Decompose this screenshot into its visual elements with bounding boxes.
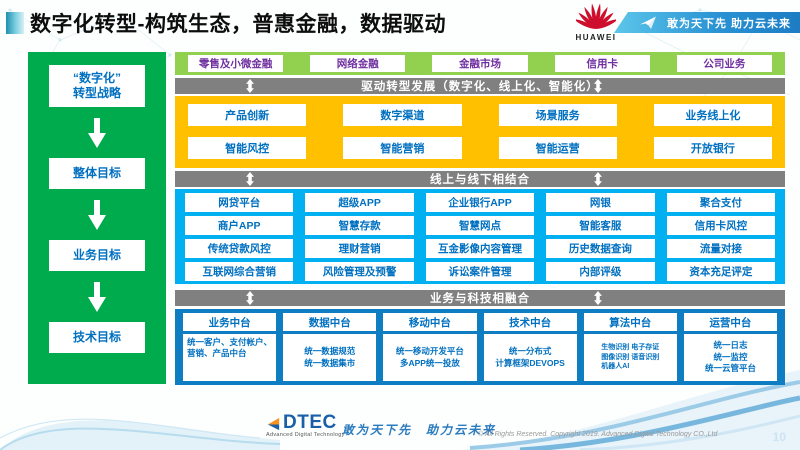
up-down-arrow-icon	[246, 79, 254, 93]
page-number: 10	[772, 430, 786, 444]
footer-swoosh-left	[0, 418, 280, 450]
business-line-box: 信用卡	[554, 55, 650, 72]
section-bar-tech-fusion: 业务与科技相融合	[175, 290, 785, 306]
platform-column-mobile: 移动中台 统一移动开发平台 多APP统一投放	[383, 313, 477, 381]
application-box: 智慧存款	[305, 216, 414, 235]
platform-desc: 统一日志 统一监控 统一云管平台	[683, 334, 778, 381]
business-line-box: 金融市场	[432, 55, 528, 72]
up-down-arrow-icon	[594, 291, 602, 305]
platform-column-data: 数据中台 统一数据规范 统一数据集市	[283, 313, 377, 381]
business-lines-band: 零售及小微金融 网络金融 金融市场 信用卡 公司业务	[175, 52, 785, 75]
banner-slogan-text: 敢为天下先 助力云未来	[667, 17, 792, 30]
platform-desc: 统一移动开发平台 多APP统一投放	[383, 334, 477, 381]
capability-box: 业务线上化	[653, 104, 772, 126]
capability-box: 智能营销	[343, 137, 462, 159]
up-down-arrow-icon	[594, 172, 602, 186]
platform-title: 技术中台	[483, 313, 577, 331]
capability-box: 智能运营	[498, 137, 617, 159]
dtec-wordmark: DTEC	[283, 412, 337, 433]
up-down-arrow-icon	[246, 172, 254, 186]
up-down-arrow-icon	[246, 291, 254, 305]
application-box: 理财营销	[305, 239, 414, 258]
title-accent-bullet	[6, 12, 24, 34]
application-box: 风险管理及预警	[305, 262, 414, 281]
platform-column-tech: 技术中台 统一分布式 计算框架DEVOPS	[483, 313, 577, 381]
copyright-text: © All Rights Reserved. Copyright 2019. A…	[478, 431, 718, 438]
capability-box: 场景服务	[498, 104, 617, 126]
application-box: 互金影像内容管理	[425, 239, 535, 258]
capability-box: 开放银行	[653, 137, 772, 159]
platform-title: 移动中台	[383, 313, 477, 331]
main-diagram: 零售及小微金融 网络金融 金融市场 信用卡 公司业务 驱动转型发展（数字化、线上…	[175, 52, 785, 385]
platform-desc: 统一数据规范 统一数据集市	[283, 334, 377, 381]
application-box: 信用卡风控	[666, 216, 776, 235]
platform-desc: 生物识别 电子存证 图像识别 语音识别 机器人AI	[583, 334, 677, 381]
paper-plane-icon	[640, 16, 656, 29]
section-bar-online-offline: 线上与线下相结合	[175, 171, 785, 187]
platform-desc: 统一分布式 计算框架DEVOPS	[483, 334, 577, 381]
section-bar-label: 线上与线下相结合	[430, 174, 530, 186]
huawei-logo: HUAWEI	[574, 3, 618, 42]
dtec-subtitle: Advanced Digital Technology	[266, 432, 345, 439]
footer-slogan: 敢为天下先 助力云未来	[342, 423, 497, 437]
section-bar-label: 业务与科技相融合	[430, 293, 530, 305]
application-box: 诉讼案件管理	[425, 262, 535, 281]
platform-column-algorithm: 算法中台 生物识别 电子存证 图像识别 语音识别 机器人AI	[583, 313, 677, 381]
application-box: 聚合支付	[666, 193, 776, 212]
huawei-flower-icon	[574, 3, 618, 29]
applications-section: 网贷平台 超级APP 企业银行APP 网银 聚合支付 商户APP 智慧存款 智慧…	[175, 189, 785, 284]
application-box: 历史数据查询	[546, 239, 655, 258]
platform-title: 运营中台	[683, 313, 778, 331]
huawei-wordmark: HUAWEI	[575, 33, 617, 42]
up-down-arrow-icon	[594, 79, 602, 93]
section-bar-label: 驱动转型发展（数字化、线上化、智能化）	[361, 81, 599, 93]
application-box: 商户APP	[185, 216, 294, 235]
business-line-box: 网络金融	[310, 55, 406, 72]
platforms-section: 业务中台 统一客户、支付帐户、营销、产品中台 数据中台 统一数据规范 统一数据集…	[175, 309, 785, 385]
dtec-triangle-icon	[267, 417, 280, 431]
application-box: 资本充足评定	[666, 262, 776, 281]
application-box: 超级APP	[305, 193, 414, 212]
page-title: 数字化转型-构筑生态，普惠金融，数据驱动	[30, 13, 446, 36]
capability-box: 数字渠道	[343, 104, 462, 126]
header-slogan-banner: 敢为天下先 助力云未来	[614, 12, 800, 33]
platform-title: 算法中台	[583, 313, 677, 331]
application-box: 网银	[546, 193, 655, 212]
business-line-box: 零售及小微金融	[188, 55, 284, 72]
capability-box: 产品创新	[188, 104, 307, 126]
capability-box: 智能风控	[188, 137, 307, 159]
business-line-box: 公司业务	[676, 55, 773, 72]
application-box: 互联网综合营销	[185, 262, 294, 281]
platform-title: 数据中台	[283, 313, 377, 331]
flow-step-overall-goal: 整体目标	[49, 158, 145, 189]
down-arrow-icon	[88, 282, 106, 312]
flow-step-strategy: “数字化” 转型战略	[49, 65, 145, 107]
strategy-flow-panel: “数字化” 转型战略 整体目标 业务目标 技术目标	[28, 52, 166, 384]
application-box: 网贷平台	[185, 193, 294, 212]
application-box: 企业银行APP	[425, 193, 535, 212]
application-box: 传统贷款风控	[185, 239, 294, 258]
application-box: 内部评级	[546, 262, 655, 281]
platform-title: 业务中台	[183, 313, 277, 331]
down-arrow-icon	[88, 200, 106, 230]
application-box: 流量对接	[666, 239, 776, 258]
platform-column-business: 业务中台 统一客户、支付帐户、营销、产品中台	[183, 313, 277, 381]
application-box: 智能客服	[546, 216, 655, 235]
flow-step-tech-goal: 技术目标	[49, 322, 145, 353]
flow-step-business-goal: 业务目标	[49, 240, 145, 271]
platform-column-operations: 运营中台 统一日志 统一监控 统一云管平台	[683, 313, 778, 381]
section-bar-drive: 驱动转型发展（数字化、线上化、智能化）	[175, 78, 785, 94]
down-arrow-icon	[88, 118, 106, 148]
dtec-logo: DTEC Advanced Digital Technology	[266, 412, 345, 439]
application-box: 智慧网点	[425, 216, 535, 235]
platform-desc: 统一客户、支付帐户、营销、产品中台	[183, 334, 277, 381]
capabilities-section: 产品创新 数字渠道 场景服务 业务线上化 智能风控 智能营销 智能运营 开放银行	[175, 96, 785, 168]
